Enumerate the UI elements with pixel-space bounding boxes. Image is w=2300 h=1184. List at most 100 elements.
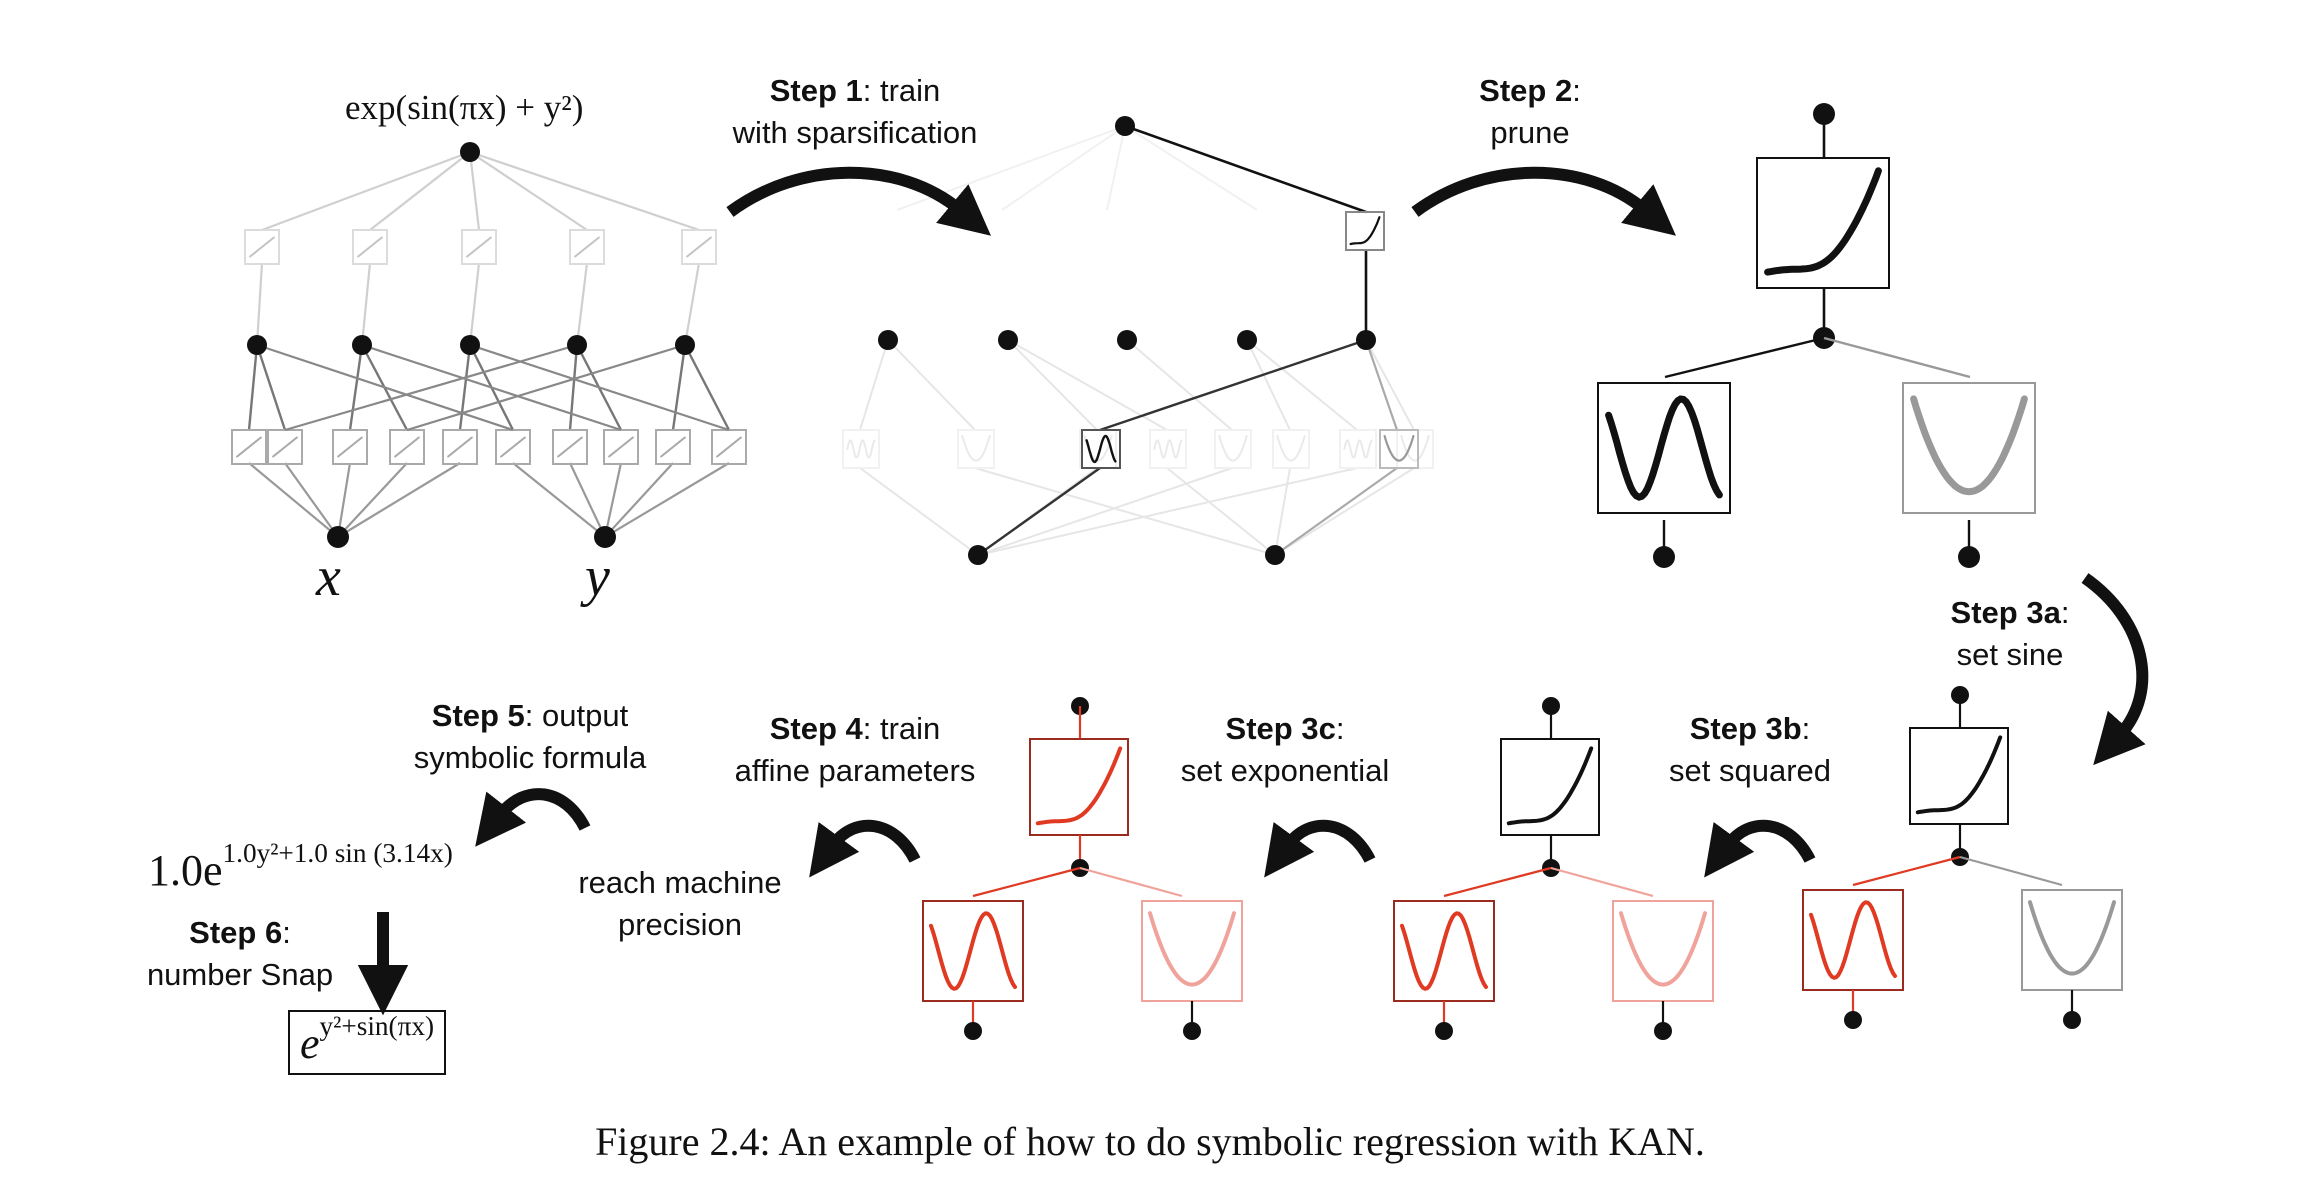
activation-curve bbox=[929, 911, 1017, 991]
edge bbox=[1664, 336, 1825, 379]
activation-curve bbox=[1605, 395, 1723, 501]
step3c-arrow bbox=[1264, 819, 1376, 878]
edge bbox=[1274, 467, 1398, 556]
activation-curve bbox=[272, 436, 298, 458]
hidden-node bbox=[1117, 330, 1137, 350]
activation-box bbox=[442, 429, 478, 465]
activation-box bbox=[1339, 429, 1377, 469]
edge bbox=[469, 150, 700, 232]
edge bbox=[1124, 124, 1367, 214]
edge bbox=[569, 462, 606, 538]
step3a-arrow bbox=[2081, 573, 2149, 766]
edge bbox=[1823, 336, 1971, 379]
edge bbox=[255, 344, 287, 431]
edge bbox=[683, 344, 731, 431]
activation-curve bbox=[1809, 900, 1897, 980]
activation-box bbox=[352, 229, 388, 265]
activation-curve bbox=[1764, 167, 1882, 276]
activation-curve bbox=[961, 435, 991, 462]
edge bbox=[977, 467, 1233, 556]
edge bbox=[1007, 339, 1098, 431]
step1-arrow bbox=[726, 166, 991, 236]
input-node bbox=[327, 526, 349, 548]
edge bbox=[1274, 467, 1291, 556]
activation-curve bbox=[1343, 439, 1373, 459]
edge bbox=[671, 344, 687, 431]
input-node bbox=[1183, 1022, 1201, 1040]
pruned-kan-network bbox=[1597, 103, 2036, 568]
edge bbox=[1274, 467, 1415, 556]
hidden-node bbox=[460, 335, 480, 355]
edge bbox=[1124, 125, 1258, 211]
edge bbox=[284, 343, 578, 432]
activation-box bbox=[1396, 429, 1434, 469]
step-arrows bbox=[357, 166, 2149, 1016]
input-node bbox=[1654, 1022, 1672, 1040]
output-node bbox=[460, 142, 480, 162]
activation-curve bbox=[1506, 746, 1594, 826]
activation-curve bbox=[660, 436, 686, 458]
hidden-node bbox=[247, 335, 267, 355]
edge bbox=[1106, 125, 1126, 211]
activation-box bbox=[332, 429, 368, 465]
step3c-label: Step 3c:set exponential bbox=[1180, 711, 1390, 788]
edge bbox=[974, 467, 1276, 556]
edge bbox=[568, 344, 579, 431]
activation-curve bbox=[394, 436, 420, 458]
activation-box bbox=[461, 229, 497, 265]
activation-curve bbox=[1400, 435, 1430, 462]
input-x-label: x bbox=[316, 546, 341, 608]
sparse-kan-network bbox=[842, 116, 1434, 565]
edge bbox=[369, 151, 471, 231]
edge bbox=[683, 262, 701, 346]
edge bbox=[977, 467, 1358, 556]
edge bbox=[859, 339, 889, 431]
edge bbox=[859, 467, 979, 556]
activation-curve bbox=[1153, 439, 1183, 459]
input-node bbox=[964, 1022, 982, 1040]
activation-curve bbox=[1383, 434, 1415, 462]
edge bbox=[1126, 339, 1233, 431]
activation-curve bbox=[1035, 746, 1123, 826]
edge bbox=[887, 339, 976, 431]
input-node bbox=[1435, 1022, 1453, 1040]
activation-curve bbox=[1349, 216, 1381, 246]
activation-box bbox=[569, 229, 605, 265]
input-node bbox=[1653, 546, 1675, 568]
edge bbox=[284, 462, 339, 538]
activation-box bbox=[655, 429, 691, 465]
edge bbox=[575, 262, 589, 346]
edge bbox=[468, 262, 481, 346]
step2-label: Step 2:prune bbox=[1479, 73, 1581, 150]
edge bbox=[1246, 339, 1291, 431]
exponential-set-network bbox=[922, 697, 1243, 1040]
activation-curve bbox=[337, 436, 363, 458]
hidden-node bbox=[1356, 330, 1376, 350]
edge bbox=[468, 151, 481, 231]
activation-box bbox=[1149, 429, 1187, 469]
edge bbox=[458, 344, 472, 431]
edge bbox=[247, 344, 259, 431]
input-node bbox=[968, 545, 988, 565]
initial-kan-network bbox=[231, 142, 747, 548]
edge bbox=[255, 262, 264, 346]
step4-arrow bbox=[809, 819, 921, 878]
edge bbox=[1001, 125, 1126, 211]
activation-curve bbox=[1915, 735, 2003, 815]
output-node bbox=[1115, 116, 1135, 136]
edge bbox=[256, 343, 514, 432]
activation-curve bbox=[447, 436, 473, 458]
activation-curve bbox=[716, 436, 742, 458]
activation-curve bbox=[357, 236, 383, 258]
activation-box bbox=[231, 429, 267, 465]
activation-box bbox=[1272, 429, 1310, 469]
edge bbox=[972, 866, 1081, 898]
input-node bbox=[1958, 546, 1980, 568]
edge bbox=[261, 150, 471, 232]
edge bbox=[469, 343, 730, 432]
input-node bbox=[594, 526, 616, 548]
